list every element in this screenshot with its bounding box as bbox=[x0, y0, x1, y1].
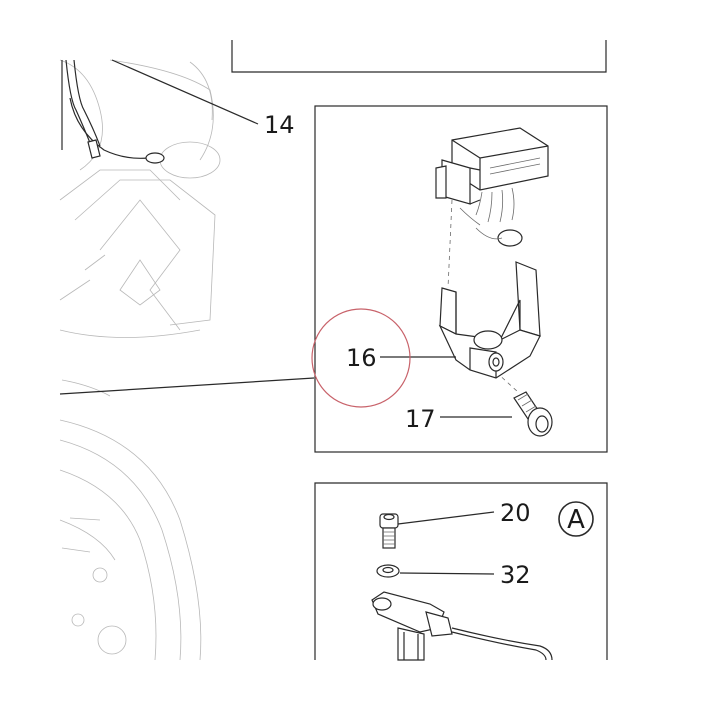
callout-20: 20 bbox=[500, 499, 531, 527]
bolt-20 bbox=[379, 513, 399, 549]
leader-line-32 bbox=[399, 572, 495, 575]
detail-a-marker-circle bbox=[558, 501, 594, 537]
screw-17 bbox=[513, 391, 553, 437]
top-detail-frame bbox=[231, 40, 607, 73]
assembly-axis-dashed bbox=[447, 199, 453, 289]
leader-line-20 bbox=[397, 511, 495, 525]
wire-harness-14 bbox=[61, 59, 165, 164]
detail-reference-line bbox=[59, 377, 315, 395]
sensor-with-cable bbox=[371, 591, 553, 661]
callout-17: 17 bbox=[405, 405, 436, 433]
bracket-16 bbox=[438, 261, 541, 379]
leader-line-14 bbox=[111, 59, 259, 125]
screw-axis-dashed bbox=[495, 371, 519, 393]
callout-16: 16 bbox=[346, 344, 377, 372]
detail-a-label: A bbox=[567, 505, 585, 535]
callout-32: 32 bbox=[500, 561, 531, 589]
engine-background-illustration bbox=[59, 59, 221, 661]
detail-frame-lower bbox=[314, 482, 608, 660]
highlight-circle-16 bbox=[311, 308, 411, 408]
callout-14: 14 bbox=[264, 111, 295, 139]
electrical-connector bbox=[435, 127, 549, 247]
detail-frame-upper bbox=[314, 105, 608, 453]
washer-32 bbox=[376, 564, 400, 578]
